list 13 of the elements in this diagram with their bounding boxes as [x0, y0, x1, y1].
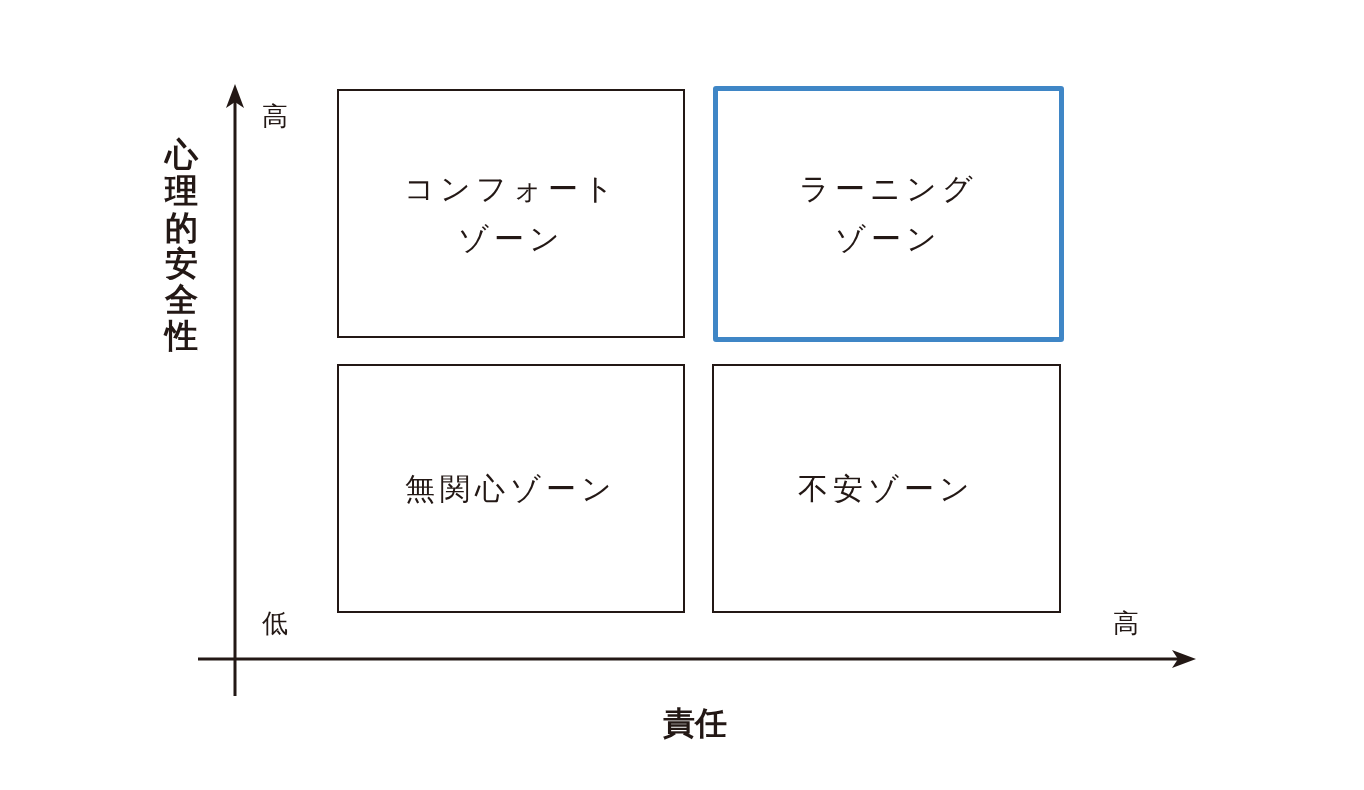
axis-end-label: 高 [262, 100, 288, 133]
zone-box [713, 86, 1064, 342]
axis-end-label: 高 [1113, 607, 1139, 640]
zone-label: ラーニングゾーン [798, 170, 979, 258]
axis-title: 心理的安全性 [165, 137, 198, 355]
axis-title: 責任 [663, 703, 727, 744]
zone-label: コンフォートゾーン [402, 169, 620, 258]
zone-label: 不安ゾーン [797, 469, 976, 508]
zone-box [337, 364, 685, 613]
zone-label: 無関心ゾーン [404, 469, 618, 508]
axis-end-label: 低 [262, 607, 288, 640]
zone-box [712, 364, 1061, 613]
zone-box [337, 89, 685, 338]
